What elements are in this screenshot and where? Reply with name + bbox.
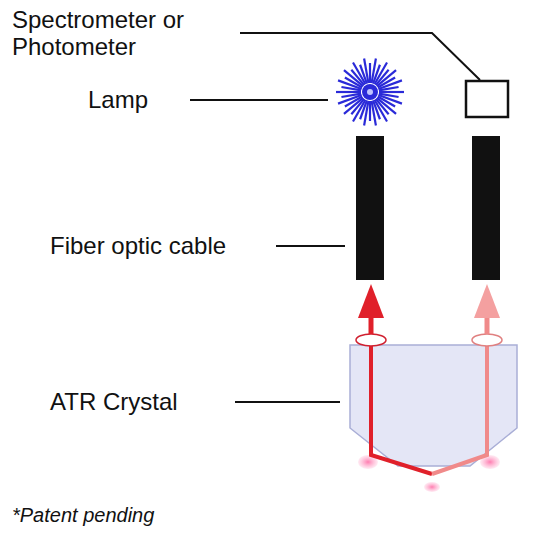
- lamp-ray: [341, 94, 361, 97]
- lamp-ray: [369, 63, 371, 83]
- callout-label: ATR Crystal: [50, 388, 230, 415]
- lamp-core: [367, 89, 373, 95]
- lamp-symbol: [336, 59, 404, 126]
- leader-line: [276, 245, 345, 247]
- evanescent-spot: [424, 482, 440, 492]
- leader-line: [235, 401, 340, 403]
- light-beam: [371, 338, 432, 474]
- lens: [356, 334, 386, 346]
- lamp-ray: [369, 101, 371, 121]
- lamp-ray: [336, 91, 361, 93]
- lamp-ray: [364, 59, 368, 84]
- lamp-ray: [372, 101, 376, 126]
- leader-line: [190, 99, 328, 101]
- detector-box: [466, 81, 508, 117]
- footnote: *Patent pending: [12, 503, 252, 527]
- callout-label: Spectrometer or Photometer: [12, 6, 232, 60]
- callout-label: Fiber optic cable: [50, 232, 274, 259]
- lamp-core: [362, 84, 378, 100]
- light-beam: [432, 338, 487, 474]
- beam-arrow: [358, 284, 384, 318]
- atr-crystal: [350, 345, 517, 466]
- fiber-cable: [356, 136, 384, 280]
- fiber-cable: [472, 136, 500, 280]
- lamp-ray: [379, 87, 399, 90]
- callout-label: Lamp: [88, 86, 188, 113]
- lens: [472, 334, 502, 346]
- lamp-ray: [379, 91, 404, 93]
- beam-arrow: [474, 284, 500, 318]
